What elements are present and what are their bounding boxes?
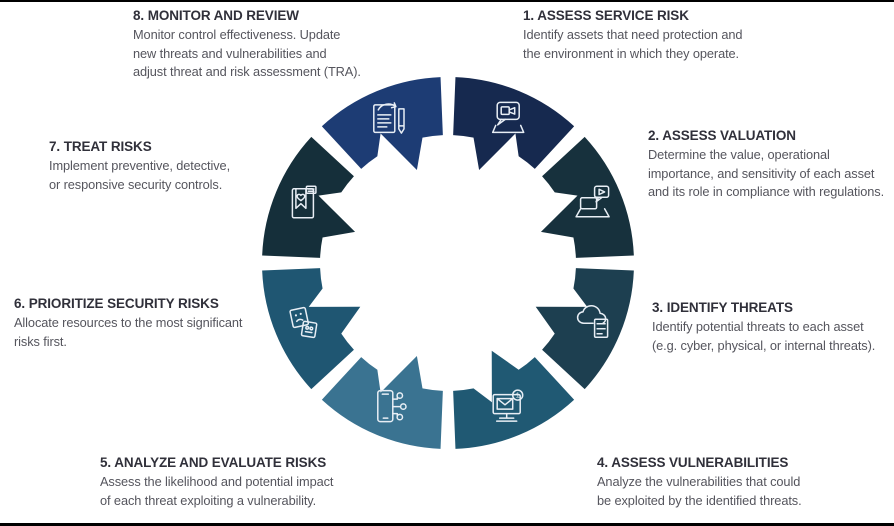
cycle-donut-wrap: 1 — [238, 53, 658, 473]
edit-document-icon — [373, 102, 405, 134]
cycle-donut: 1 — [262, 77, 634, 449]
segment-step-1 — [453, 77, 575, 171]
step-title: 8. MONITOR AND REVIEW — [133, 8, 299, 23]
top-border — [0, 0, 894, 2]
step-description: Implement preventive, detective, or resp… — [49, 158, 231, 192]
bottom-border — [0, 523, 894, 526]
journal-heart-icon — [291, 185, 317, 219]
step-description: Identify assets that need protection and… — [523, 27, 743, 61]
step-title: 1. ASSESS SERVICE RISK — [523, 8, 689, 23]
step-description: Identify potential threats to each asset… — [652, 319, 876, 353]
video-message-icon — [575, 185, 610, 218]
step-label-8: 8. MONITOR AND REVIEW Monitor control ef… — [133, 8, 361, 82]
step-title: 2. ASSESS VALUATION — [648, 128, 796, 143]
step-description: Allocate resources to the most significa… — [14, 315, 243, 349]
step-title: 4. ASSESS VULNERABILITIES — [597, 455, 789, 470]
segment-step-4 — [453, 350, 575, 449]
video-call-icon — [491, 101, 525, 134]
step-label-7: 7. TREAT RISKS Implement preventive, det… — [49, 139, 230, 194]
segment-step-5 — [321, 355, 443, 449]
step-description: Assess the likelihood and potential impa… — [100, 474, 334, 508]
step-title: 5. ANALYZE AND EVALUATE RISKS — [100, 455, 327, 470]
step-label-3: 3. IDENTIFY THREATS Identify potential t… — [652, 300, 875, 355]
step-description: Determine the value, operational importa… — [648, 147, 885, 200]
segment-step-3 — [535, 268, 634, 390]
step-label-6: 6. PRIORITIZE SECURITY RISKS Allocate re… — [14, 296, 242, 351]
step-title: 3. IDENTIFY THREATS — [652, 300, 793, 315]
step-description: Monitor control effectiveness. Update ne… — [133, 27, 361, 80]
step-label-4: 4. ASSESS VULNERABILITIES Analyze the vu… — [597, 455, 802, 510]
segment-step-7 — [262, 136, 356, 258]
svg-text:1: 1 — [516, 391, 520, 400]
step-label-5: 5. ANALYZE AND EVALUATE RISKS Assess the… — [100, 455, 334, 510]
step-label-2: 2. ASSESS VALUATION Determine the value,… — [648, 128, 884, 202]
step-title: 6. PRIORITIZE SECURITY RISKS — [14, 296, 219, 311]
email-alert-icon: 1 — [492, 389, 524, 422]
mobile-network-icon — [377, 389, 407, 423]
id-photos-icon — [289, 306, 318, 339]
segment-step-6 — [262, 268, 361, 390]
step-title: 7. TREAT RISKS — [49, 139, 152, 154]
step-description: Analyze the vulnerabilities that could b… — [597, 474, 802, 508]
step-label-1: 1. ASSESS SERVICE RISK Identify assets t… — [523, 8, 742, 63]
cloud-server-icon — [576, 304, 609, 338]
